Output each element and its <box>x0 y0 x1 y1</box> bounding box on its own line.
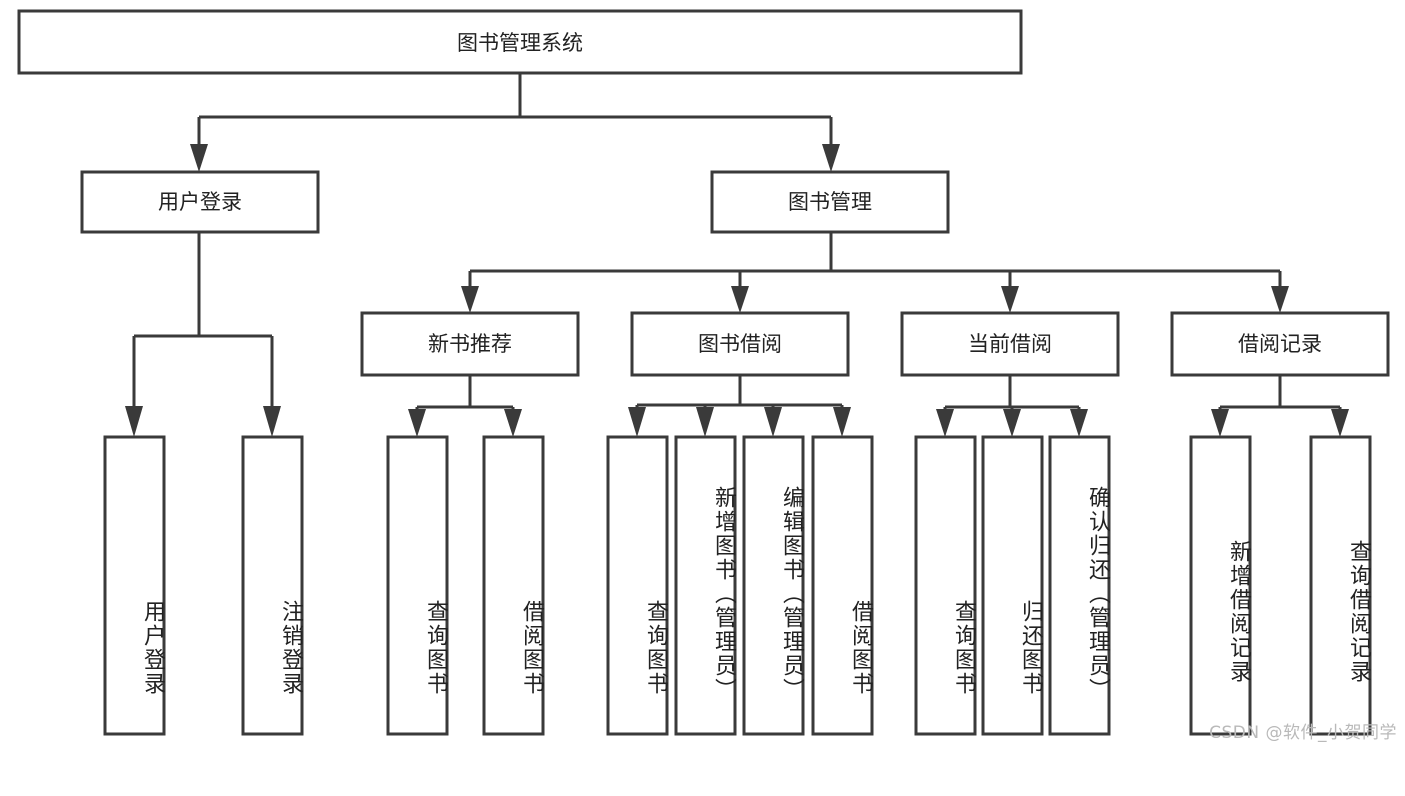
node-leaf-edit-book-box[interactable] <box>742 435 805 736</box>
arrow-head-leaf-edit-book <box>764 407 782 437</box>
node-user-login-label: 用户登录 <box>158 190 242 214</box>
node-borrow-record-label: 借阅记录 <box>1238 332 1322 356</box>
node-book-borrow-label: 图书借阅 <box>698 332 782 356</box>
connector-layer <box>125 73 1349 437</box>
node-leaf-query-book-1-box[interactable] <box>386 435 449 736</box>
arrow-head-leaf-confirm-return <box>1070 409 1088 437</box>
arrow-head-leaf-logout <box>263 406 281 437</box>
node-user-login-box[interactable] <box>80 170 320 234</box>
arrow-head-leaf-borrow-book-1 <box>504 409 522 437</box>
arrow-head-book-borrow <box>731 286 749 313</box>
arrow-head-leaf-query-book-3 <box>936 409 954 437</box>
node-book-borrow-box[interactable] <box>630 311 850 377</box>
arrow-head-current-borrow <box>1001 286 1019 313</box>
node-leaf-confirm-return-box[interactable] <box>1048 435 1111 736</box>
node-borrow-record-box[interactable] <box>1170 311 1390 377</box>
arrow-head-leaf-query-book-2 <box>628 407 646 437</box>
node-leaf-query-record-box[interactable] <box>1309 435 1372 736</box>
arrow-head-leaf-return-book <box>1003 409 1021 437</box>
node-new-book-box[interactable] <box>360 311 580 377</box>
system-structure-diagram: 图书管理系统 用户登录 图书管理 新书推荐 图书借阅 当前借阅 借阅记录 <box>17 9 1397 743</box>
arrow-head-new-book <box>461 286 479 313</box>
node-leaf-user-login-box[interactable] <box>103 435 166 736</box>
arrow-head-user-login <box>190 144 208 172</box>
csdn-watermark: CSDN @软件_小贺同学 <box>1209 723 1397 743</box>
diagram-canvas: 图书管理系统 用户登录 图书管理 新书推荐 图书借阅 当前借阅 借阅记录 <box>17 9 1390 736</box>
node-leaf-add-book-box[interactable] <box>674 435 737 736</box>
node-layer: 图书管理系统 用户登录 图书管理 新书推荐 图书借阅 当前借阅 借阅记录 <box>17 9 1390 736</box>
arrow-head-book-mgmt <box>822 144 840 172</box>
arrow-head-leaf-query-book-1 <box>408 409 426 437</box>
node-current-borrow-label: 当前借阅 <box>968 332 1052 356</box>
arrow-head-leaf-query-record <box>1331 409 1349 437</box>
node-leaf-add-record-box[interactable] <box>1189 435 1252 736</box>
node-new-book-label: 新书推荐 <box>428 332 512 356</box>
arrow-head-borrow-record <box>1271 286 1289 313</box>
arrow-head-leaf-borrow-book-2 <box>833 407 851 437</box>
node-leaf-borrow-book-1-box[interactable] <box>482 435 545 736</box>
arrow-head-leaf-user-login <box>125 406 143 437</box>
node-root-box[interactable] <box>17 9 1023 75</box>
node-leaf-logout-box[interactable] <box>241 435 304 736</box>
node-leaf-query-book-2-box[interactable] <box>606 435 669 736</box>
node-leaf-return-book-box[interactable] <box>981 435 1044 736</box>
node-current-borrow-box[interactable] <box>900 311 1120 377</box>
node-book-mgmt-box[interactable] <box>710 170 950 234</box>
arrow-head-leaf-add-book <box>696 407 714 437</box>
arrow-head-leaf-add-record <box>1211 409 1229 437</box>
node-root-label: 图书管理系统 <box>457 31 583 55</box>
node-leaf-query-book-3-box[interactable] <box>914 435 977 736</box>
node-leaf-borrow-book-2-box[interactable] <box>811 435 874 736</box>
node-book-mgmt-label: 图书管理 <box>788 190 872 214</box>
